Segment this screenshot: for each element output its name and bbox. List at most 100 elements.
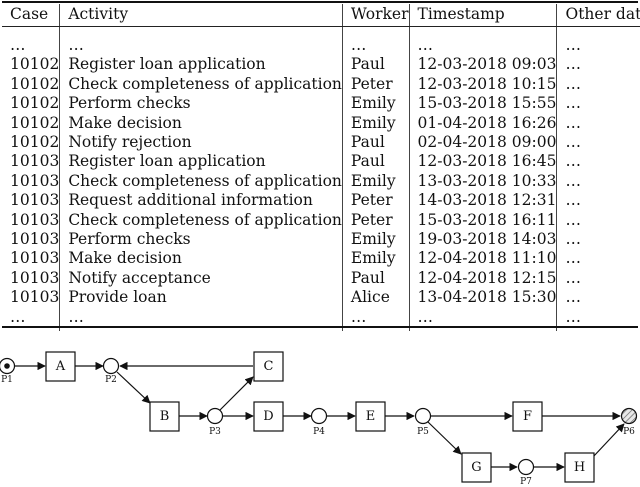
cell-case: 10103 — [10, 268, 60, 287]
cell-activity: … — [59, 26, 343, 56]
cell-activity: Provide loan — [59, 288, 343, 308]
cell-worker: Emily — [341, 94, 410, 114]
cell-activity: … — [59, 307, 343, 332]
transition-b — [149, 401, 180, 432]
transition-f — [512, 401, 543, 432]
cell-timestamp: 19-03-2018 14:03 — [408, 230, 557, 250]
cell-worker: … — [341, 26, 410, 56]
token — [4, 363, 10, 369]
cell-worker: Paul — [341, 55, 410, 75]
header-timestamp: Timestamp — [408, 4, 557, 27]
cell-other-data: … — [556, 307, 640, 332]
cell-activity: Notify acceptance — [59, 268, 343, 289]
place-p4 — [310, 407, 328, 425]
cell-worker: Emily — [341, 113, 410, 134]
place-p5 — [414, 407, 432, 425]
cell-worker: Paul — [341, 268, 410, 289]
cell-activity: Check completeness of application — [59, 210, 343, 231]
event-log-table: Case Activity Worker Timestamp Other dat… — [2, 4, 640, 332]
cell-activity: Perform checks — [59, 94, 343, 114]
table-row: …………… — [2, 26, 640, 56]
cell-activity: Check completeness of application — [59, 74, 343, 95]
cell-other-data: … — [556, 268, 640, 289]
cell-case: 10103 — [10, 288, 60, 307]
table-header-row: Case Activity Worker Timestamp Other dat… — [2, 4, 640, 27]
cell-case: … — [10, 36, 26, 54]
transition-e — [355, 401, 386, 432]
cell-other-data: … — [556, 113, 640, 134]
table-bottom-rule — [2, 326, 638, 328]
cell-other-data: … — [556, 152, 640, 172]
place-p6-final — [620, 407, 638, 425]
cell-case: 10102 — [10, 55, 60, 74]
cell-timestamp: … — [408, 307, 557, 332]
arc-h-p6 — [592, 423, 625, 458]
transition-g — [461, 452, 492, 483]
label-c: C — [264, 359, 274, 374]
cell-case: 10103 — [10, 171, 60, 190]
cell-worker: Emily — [341, 230, 410, 250]
arc-p3-c — [219, 376, 254, 411]
arc-p2-b — [116, 371, 151, 404]
cell-worker: Emily — [341, 171, 410, 192]
cell-timestamp: 15-03-2018 15:55 — [408, 94, 557, 114]
cell-activity: Request additional information — [59, 191, 343, 211]
cell-case: 10102 — [10, 94, 60, 113]
label-p6: P6 — [623, 427, 635, 437]
place-p7 — [517, 458, 535, 476]
cell-activity: Register loan application — [59, 152, 343, 172]
label-e: E — [366, 409, 376, 424]
label-p7: P7 — [520, 477, 532, 487]
transition-d — [253, 401, 284, 432]
label-p4: P4 — [313, 427, 325, 437]
cell-worker: … — [341, 307, 410, 332]
cell-worker: Peter — [341, 210, 410, 231]
label-b: B — [160, 409, 170, 424]
cell-timestamp: 12-03-2018 09:03 — [408, 55, 557, 75]
label-p5: P5 — [417, 427, 429, 437]
cell-other-data: … — [556, 94, 640, 114]
cell-activity: Make decision — [59, 249, 343, 269]
cell-case: 10103 — [10, 152, 60, 171]
cell-case: 10102 — [10, 113, 60, 132]
cell-case: 10103 — [10, 230, 60, 249]
label-d: D — [263, 409, 273, 424]
label-a: A — [55, 359, 66, 374]
transition-c — [253, 351, 284, 382]
cell-case: 10102 — [10, 74, 60, 93]
place-p3 — [206, 407, 224, 425]
cell-worker: Peter — [341, 191, 410, 211]
cell-worker: Emily — [341, 249, 410, 269]
petri-net-diagram: P1 P2 P3 P4 P5 P6 P7 A B C D E F G H — [0, 351, 638, 487]
cell-timestamp: 12-03-2018 10:15 — [408, 74, 557, 95]
cell-timestamp: 13-04-2018 15:30 — [408, 288, 557, 308]
cell-worker: Paul — [341, 133, 410, 153]
header-other-data: Other data — [556, 4, 640, 27]
cell-other-data: … — [556, 26, 640, 56]
cell-case: 10103 — [10, 191, 60, 210]
header-worker: Worker — [341, 4, 410, 27]
cell-other-data: … — [556, 249, 640, 269]
cell-timestamp: 14-03-2018 12:31 — [408, 191, 557, 211]
label-g: G — [471, 460, 481, 475]
label-f: F — [523, 409, 532, 424]
cell-activity: Register loan application — [59, 55, 343, 75]
transition-h — [564, 452, 595, 483]
cell-other-data: … — [556, 230, 640, 250]
cell-worker: Alice — [341, 288, 410, 308]
cell-case: 10103 — [10, 210, 60, 229]
label-p3: P3 — [209, 427, 221, 437]
cell-other-data: … — [556, 55, 640, 75]
cell-worker: Paul — [341, 152, 410, 172]
cell-case: … — [10, 307, 26, 326]
